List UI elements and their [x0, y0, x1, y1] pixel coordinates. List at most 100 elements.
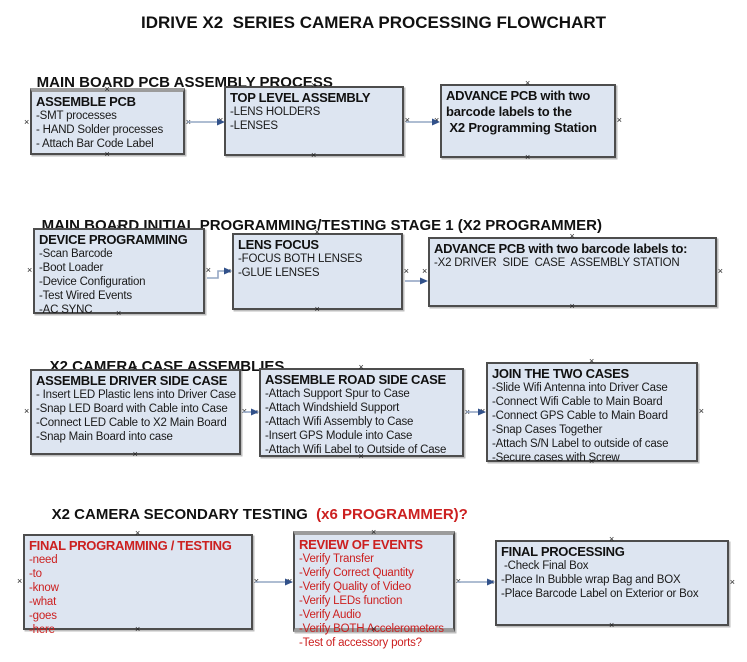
- box-item: -Attach Windshield Support: [265, 402, 400, 414]
- connection-point-icon: ×: [729, 577, 735, 587]
- flow-box-join-the-two-cases[interactable]: JOIN THE TWO CASES -Slide Wifi Antenna i…: [480, 357, 704, 466]
- flow-box-device-programming[interactable]: DEVICE PROGRAMMING -Scan Barcode -Boot L…: [27, 223, 211, 318]
- connection-point-icon: ×: [371, 527, 377, 537]
- connection-point-icon: ×: [104, 84, 110, 94]
- box-title: ASSEMBLE DRIVER SIDE CASE: [36, 373, 228, 388]
- box-title: ADVANCE PCB with two barcode labels to:: [434, 241, 688, 256]
- box-title: ASSEMBLE PCB: [36, 94, 136, 109]
- box-item: -Insert GPS Module into Case: [265, 430, 413, 442]
- connection-point-icon: ×: [205, 265, 211, 275]
- box-title: ASSEMBLE ROAD SIDE CASE: [265, 372, 446, 387]
- connection-point-icon: ×: [241, 406, 247, 416]
- connection-point-icon: ×: [314, 227, 320, 237]
- connection-point-icon: ×: [24, 406, 30, 416]
- box-item: -to: [29, 568, 42, 580]
- connection-point-icon: ×: [358, 451, 364, 461]
- flow-box-assemble-pcb[interactable]: ASSEMBLE PCB -SMT processes - HAND Solde…: [24, 84, 191, 159]
- box-item: -Test Wired Events: [39, 290, 132, 302]
- connection-point-icon: ×: [17, 576, 23, 586]
- connection-point-icon: ×: [135, 624, 141, 634]
- box-item: -FOCUS BOTH LENSES: [238, 253, 363, 265]
- box-item: -Check Final Box: [501, 560, 589, 572]
- flow-box-advance-pcb-programming-station[interactable]: ADVANCE PCB with two barcode labels to t…: [434, 79, 622, 162]
- box-title: TOP LEVEL ASSEMBLY: [230, 90, 371, 105]
- box-item: barcode labels to the: [446, 104, 572, 119]
- connection-point-icon: ×: [616, 115, 622, 125]
- box-item: -Verify Correct Quantity: [299, 567, 414, 579]
- connection-point-icon: ×: [569, 231, 575, 241]
- connection-point-icon: ×: [609, 534, 615, 544]
- flow-box-assemble-driver-side-case[interactable]: ASSEMBLE DRIVER SIDE CASE - Insert LED P…: [24, 364, 247, 459]
- box-item: -know: [29, 582, 59, 594]
- box-item: -LENSES: [230, 120, 278, 132]
- connection-point-icon: ×: [311, 80, 317, 90]
- box-item: -Verify Quality of Video: [299, 581, 411, 593]
- box-title: DEVICE PROGRAMMING: [39, 232, 188, 247]
- box-item: - Insert LED Plastic lens into Driver Ca…: [36, 389, 236, 401]
- connection-point-icon: ×: [311, 150, 317, 160]
- box-item: X2 Programming Station: [446, 120, 597, 135]
- box-item: -Boot Loader: [39, 262, 104, 274]
- box-item: -here: [29, 624, 55, 636]
- box-item: -Verify Audio: [299, 609, 361, 621]
- box-item: - Attach Bar Code Label: [36, 138, 154, 150]
- connection-point-icon: ×: [287, 575, 293, 586]
- box-item: -Attach Wifi Label to Outside of Case: [265, 444, 447, 456]
- box-item: -Device Configuration: [39, 276, 146, 288]
- box-item: -goes: [29, 610, 57, 622]
- box-title: JOIN THE TWO CASES: [492, 366, 629, 381]
- connection-point-icon: ×: [24, 116, 30, 127]
- box-item: -Attach Wifi Assembly to Case: [265, 416, 414, 428]
- connection-point-icon: ×: [434, 115, 440, 125]
- flow-box-final-processing[interactable]: FINAL PROCESSING -Check Final Box -Place…: [489, 535, 735, 630]
- box-title: FINAL PROCESSING: [501, 544, 625, 559]
- box-title: ADVANCE PCB with two: [446, 88, 590, 103]
- box-item: -Place In Bubble wrap Bag and BOX: [501, 574, 681, 586]
- flow-box-lens-focus[interactable]: LENS FOCUS -FOCUS BOTH LENSES -GLUE LENS…: [226, 228, 409, 314]
- connection-point-icon: ×: [717, 266, 723, 276]
- box-item: -Secure cases with Screw: [492, 452, 620, 464]
- connection-point-icon: ×: [404, 115, 410, 125]
- connection-point-icon: ×: [116, 308, 122, 318]
- section-header-text: X2 CAMERA SECONDARY TESTING: [51, 506, 312, 523]
- connection-point-icon: ×: [371, 624, 377, 634]
- connection-point-icon: ×: [455, 575, 461, 586]
- connection-point-icon: ×: [116, 222, 122, 232]
- connector-arrow[interactable]: [207, 267, 232, 279]
- box-title: LENS FOCUS: [238, 237, 319, 252]
- connection-point-icon: ×: [253, 576, 259, 586]
- page-title: IDRIVE X2 SERIES CAMERA PROCESSING FLOWC…: [140, 13, 607, 32]
- box-item: - HAND Solder processes: [36, 124, 164, 136]
- connection-point-icon: ×: [569, 301, 575, 311]
- section-header-secondary-testing: X2 CAMERA SECONDARY TESTING (x6 PROGRAMM…: [35, 489, 468, 540]
- connection-point-icon: ×: [358, 362, 364, 372]
- box-item: -what: [29, 596, 57, 608]
- box-item: -Verify LEDs function: [299, 595, 403, 607]
- flow-box-assemble-road-side-case[interactable]: ASSEMBLE ROAD SIDE CASE -Attach Support …: [253, 363, 470, 461]
- connection-point-icon: ×: [314, 304, 320, 314]
- box-item: -Connect LED Cable to X2 Main Board: [36, 417, 227, 429]
- flow-box-final-programming-testing[interactable]: FINAL PROGRAMMING / TESTING -need -to -k…: [17, 529, 259, 637]
- flow-box-top-level-assembly[interactable]: TOP LEVEL ASSEMBLY -LENS HOLDERS -LENSES…: [218, 81, 410, 160]
- box-item: -Verify Transfer: [299, 553, 374, 565]
- connection-point-icon: ×: [132, 363, 138, 373]
- box-item: -LENS HOLDERS: [230, 106, 321, 118]
- connection-point-icon: ×: [489, 577, 495, 587]
- box-item: -X2 DRIVER SIDE CASE ASSEMBLY STATION: [434, 257, 680, 269]
- connection-point-icon: ×: [525, 152, 531, 162]
- box-item: -GLUE LENSES: [238, 267, 320, 279]
- flow-box-review-of-events[interactable]: REVIEW OF EVENTS -Verify Transfer -Verif…: [287, 527, 461, 650]
- box-item: -SMT processes: [36, 110, 117, 122]
- box-item: -Slide Wifi Antenna into Driver Case: [492, 382, 668, 394]
- connection-point-icon: ×: [589, 456, 595, 466]
- connection-point-icon: ×: [27, 265, 33, 275]
- box-title: REVIEW OF EVENTS: [299, 537, 423, 552]
- connection-point-icon: ×: [609, 620, 615, 630]
- box-item: -Place Barcode Label on Exterior or Box: [501, 588, 699, 600]
- section-header-red-text: (x6 PROGRAMMER)?: [311, 506, 468, 523]
- connection-point-icon: ×: [589, 356, 595, 366]
- box-item: -Snap Main Board into case: [36, 431, 173, 443]
- flow-box-advance-pcb-driver-side[interactable]: ADVANCE PCB with two barcode labels to: …: [422, 232, 723, 311]
- box-item: -need: [29, 554, 58, 566]
